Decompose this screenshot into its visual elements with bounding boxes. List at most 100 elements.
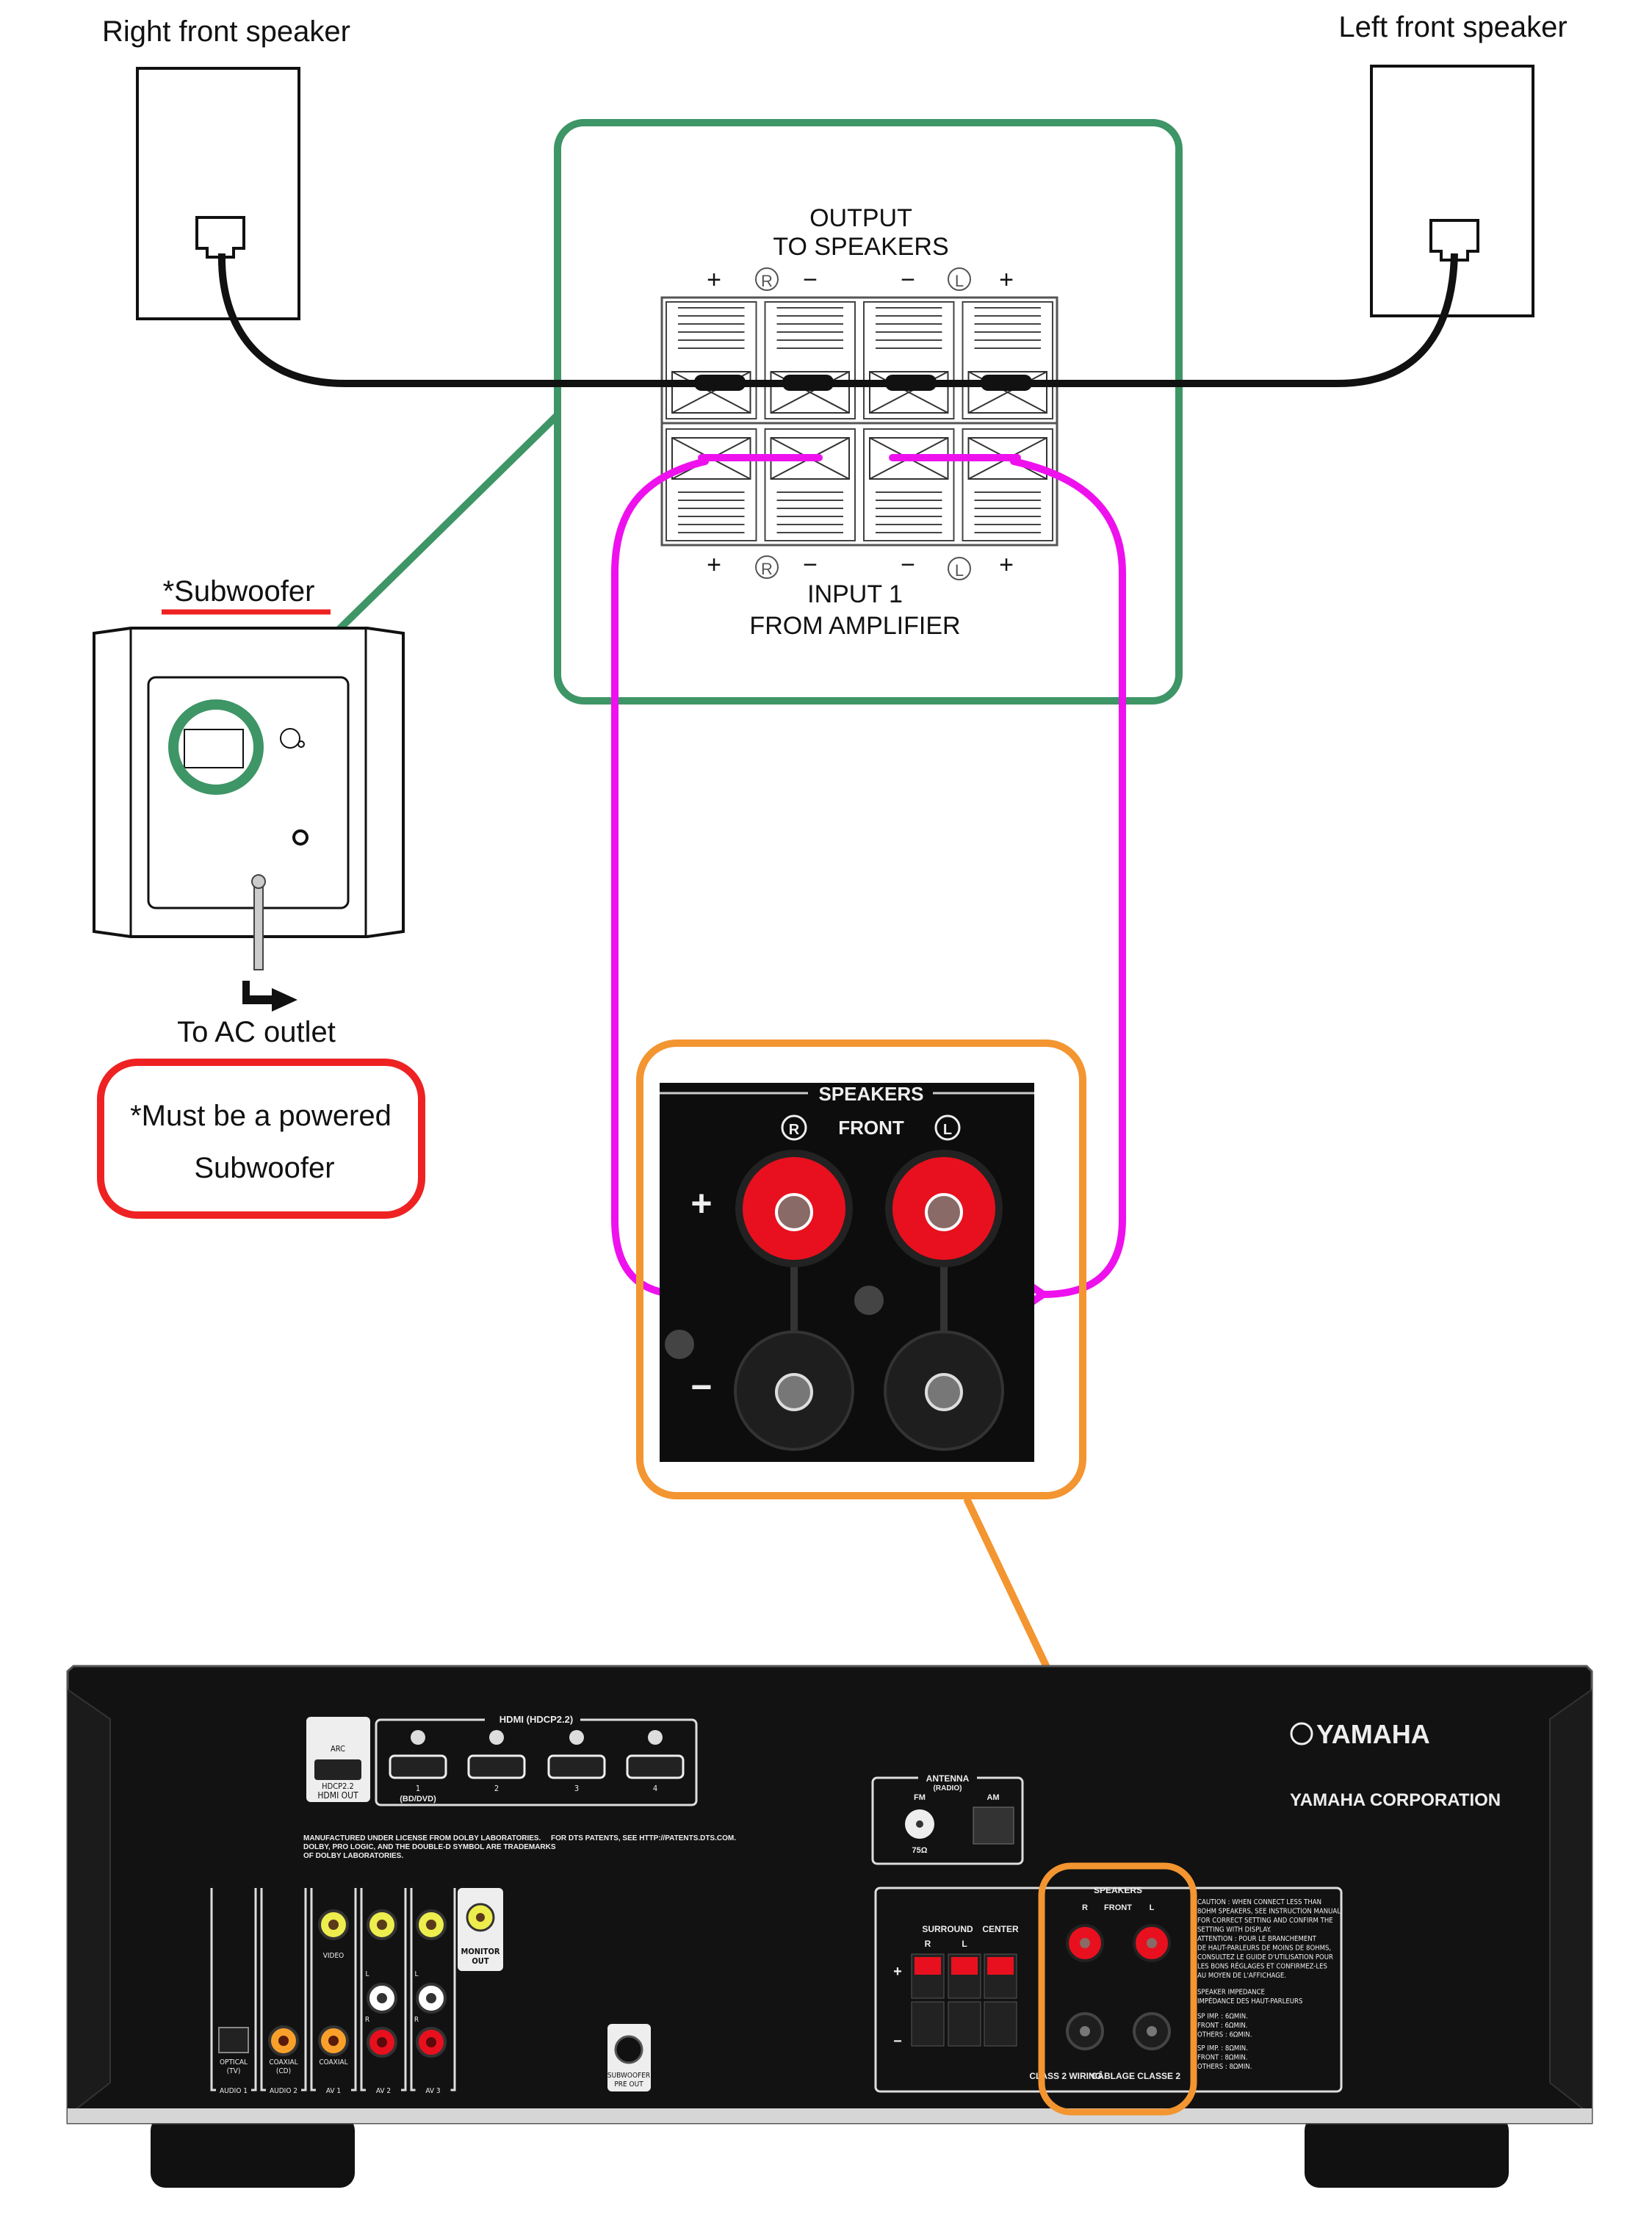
caution-text-line: OTHERS : 6ΩMIN.: [1197, 2031, 1252, 2039]
receiver-front-speaker-highlight: [1038, 1862, 1197, 2116]
svg-text:−: −: [690, 1366, 712, 1408]
input-label: INPUT 1: [807, 580, 903, 608]
svg-text:R: R: [925, 1939, 931, 1949]
svg-text:−: −: [901, 266, 915, 294]
input-label-2: FROM AMPLIFIER: [749, 612, 960, 640]
svg-text:L: L: [962, 1939, 967, 1949]
caution-text-line: LES BONS RÉGLAGES ET CONFIRMEZ-LES: [1197, 1962, 1327, 1971]
terminal-cell: [666, 301, 757, 419]
svg-text:OUT: OUT: [472, 1956, 488, 1966]
optical-port: [218, 2027, 249, 2053]
receiver-foot: [1305, 2116, 1509, 2188]
svg-text:L: L: [1150, 1903, 1155, 1912]
svg-text:R: R: [789, 1122, 800, 1138]
svg-text:−: −: [893, 2033, 902, 2050]
svg-text:YAMAHA CORPORATION: YAMAHA CORPORATION: [1290, 1790, 1501, 1810]
spring-clip-terminal: [911, 2001, 945, 2047]
input-label: (TV): [227, 2067, 241, 2075]
svg-text:HDMI OUT: HDMI OUT: [317, 1790, 358, 1801]
caution-text-line: FRONT : 8ΩMIN.: [1197, 2054, 1247, 2062]
input-group-label: AV 3: [425, 2087, 440, 2095]
subwoofer-rear-panel: [93, 627, 405, 938]
subwoofer-terminal-callout: [554, 119, 1183, 705]
terminal-cell: [764, 301, 856, 419]
right-speaker-terminal-icon: [195, 216, 245, 259]
svg-text:MONITOR: MONITOR: [461, 1947, 499, 1956]
hdmi-input-port: [467, 1754, 526, 1779]
note-line-2: Subwoofer: [194, 1152, 334, 1184]
caution-text-line: FOR CORRECT SETTING AND CONFIRM THE: [1197, 1917, 1333, 1925]
speaker-terminal-closeup: SPEAKERS R FRONT L + −: [660, 1083, 1034, 1462]
caution-text-line: SP IMP. : 6ΩMIN.: [1197, 2013, 1248, 2021]
left-speaker-terminal-icon: [1429, 219, 1479, 262]
hdmi-input-label: 3: [574, 1784, 579, 1793]
input-group-label: AUDIO 2: [270, 2087, 297, 2095]
screw-icon: [665, 1330, 694, 1359]
caution-text-line: SPEAKER IMPEDANCE: [1197, 1989, 1265, 1997]
svg-text:75Ω: 75Ω: [912, 1846, 927, 1855]
input-label: COAXIAL: [269, 2058, 297, 2067]
powered-subwoofer-note: [97, 1059, 425, 1219]
yamaha-logo-icon: [1290, 1722, 1313, 1745]
spring-clip-terminal: [984, 2001, 1017, 2047]
svg-text:SPEAKERS: SPEAKERS: [1094, 1885, 1142, 1895]
input-label: (CD): [276, 2067, 291, 2075]
svg-text:+: +: [707, 551, 721, 579]
svg-text:R: R: [761, 272, 773, 290]
subwoofer-terminal-block: [660, 296, 1058, 547]
terminal-cell: [962, 301, 1053, 419]
spring-clip-terminal: [948, 2001, 981, 2047]
caution-text-line: OTHERS : 8ΩMIN.: [1197, 2063, 1252, 2071]
output-label: OUTPUT: [809, 204, 912, 232]
speaker-cable: [217, 253, 1458, 387]
hdmi-input-port: [389, 1754, 447, 1779]
note-line-1: *Must be a powered: [130, 1100, 392, 1132]
input-group-label: AUDIO 1: [220, 2087, 248, 2095]
svg-text:R: R: [1082, 1903, 1088, 1912]
terminal-cell: [666, 428, 757, 541]
terminal-cell: [962, 428, 1053, 541]
power-cord: [242, 874, 297, 1012]
caution-text-line: IMPÉDANCE DES HAUT-PARLEURS: [1197, 1997, 1302, 2006]
output-polarity-labels: + R − − L +: [707, 266, 1014, 294]
ac-outlet-label: To AC outlet: [177, 1016, 336, 1048]
svg-text:(RADIO): (RADIO): [934, 1784, 962, 1792]
hdmi-screw-icon: [648, 1730, 663, 1745]
svg-text:OF DOLBY LABORATORIES.: OF DOLBY LABORATORIES.: [303, 1852, 403, 1860]
caution-text-line: ATTENTION : POUR LE BRANCHEMENT: [1197, 1935, 1317, 1943]
svg-text:−: −: [901, 551, 915, 579]
svg-text:PRE OUT: PRE OUT: [614, 2080, 643, 2089]
svg-text:(BD/DVD): (BD/DVD): [400, 1795, 436, 1804]
receiver-speaker-callout: [636, 1039, 1086, 1499]
input-polarity-labels: + R − − L +: [707, 551, 1014, 580]
svg-text:HDMI (HDCP2.2): HDMI (HDCP2.2): [499, 1714, 573, 1725]
input-label: OPTICAL: [220, 2058, 248, 2067]
caution-text-line: AU MOYEN DE L'AFFICHAGE.: [1197, 1972, 1286, 1980]
hdmi-screw-icon: [489, 1730, 504, 1745]
svg-text:R: R: [761, 560, 773, 578]
subwoofer-label: *Subwoofer: [163, 575, 315, 608]
svg-text:MANUFACTURED UNDER LICENSE FRO: MANUFACTURED UNDER LICENSE FROM DOLBY LA…: [303, 1834, 541, 1842]
receiver-foot: [151, 2116, 355, 2188]
svg-text:SPEAKERS: SPEAKERS: [818, 1083, 923, 1105]
hdmi-input-port: [626, 1754, 685, 1779]
am-antenna-terminal: [973, 1806, 1014, 1845]
svg-text:L: L: [943, 1122, 952, 1138]
power-switch-icon: [292, 829, 309, 846]
terminal-cell: [863, 301, 955, 419]
caution-text-line: SP IMP. : 8ΩMIN.: [1197, 2044, 1248, 2053]
caution-text-line: CAUTION : WHEN CONNECT LESS THAN: [1197, 1898, 1321, 1906]
hdmi-screw-icon: [569, 1730, 584, 1745]
screw-icon: [854, 1286, 884, 1315]
svg-text:ANTENNA: ANTENNA: [926, 1773, 970, 1784]
svg-text:CLASS 2 WIRING: CLASS 2 WIRING: [1029, 2071, 1102, 2081]
svg-text:FRONT: FRONT: [838, 1117, 904, 1139]
svg-text:CENTER: CENTER: [982, 1924, 1019, 1934]
cable-plugs: [694, 375, 1032, 391]
output-label-2: TO SPEAKERS: [773, 233, 948, 261]
input-label: COAXIAL: [319, 2058, 347, 2067]
hdmi-input-port: [547, 1754, 606, 1779]
svg-text:+: +: [999, 551, 1014, 579]
